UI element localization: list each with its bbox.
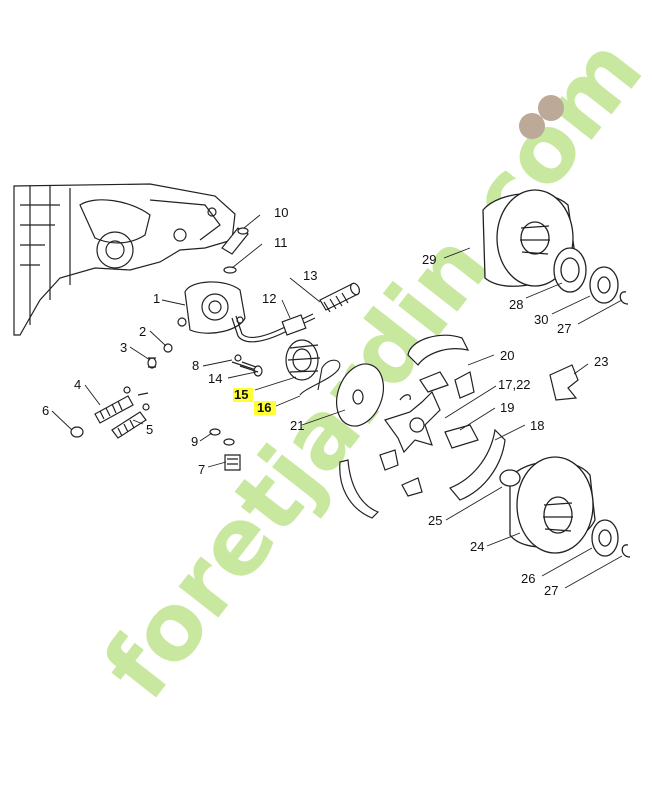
part-oil-pump <box>177 281 246 334</box>
callout-18: 18 <box>530 418 544 433</box>
callout-17-22: 17,22 <box>498 377 531 392</box>
callout-14: 14 <box>208 371 222 386</box>
callout-9: 9 <box>191 434 198 449</box>
engine-housing <box>13 183 236 336</box>
callout-21: 21 <box>290 418 304 433</box>
callout-3: 3 <box>120 340 127 355</box>
callout-7: 7 <box>198 462 205 477</box>
highlight-15 <box>233 388 253 402</box>
part-spring-16 <box>299 359 341 396</box>
callout-30: 30 <box>534 312 548 327</box>
callout-16: 16 <box>257 400 272 415</box>
callout-13: 13 <box>303 268 317 283</box>
part-washer-21 <box>336 363 384 427</box>
part-23 <box>549 364 579 401</box>
part-clutch <box>339 334 506 519</box>
part-worm-shaft <box>319 282 361 313</box>
callout-labels: 1 2 3 4 5 6 7 8 9 10 11 12 13 14 17,22 1… <box>42 205 608 598</box>
callout-27-lower: 27 <box>544 583 558 598</box>
callout-6: 6 <box>42 403 49 418</box>
callout-25: 25 <box>428 513 442 528</box>
part-sprocket-upper <box>482 189 629 305</box>
callout-8: 8 <box>192 358 199 373</box>
callout-15: 15 <box>234 387 249 402</box>
callout-29: 29 <box>422 252 436 267</box>
part-sprocket-lower <box>499 456 631 558</box>
part-oil-hose <box>231 313 316 343</box>
part-o-ring-11 <box>223 266 237 274</box>
callout-27-upper: 27 <box>557 321 571 336</box>
part-oil-tube <box>221 227 249 255</box>
callout-5: 5 <box>146 422 153 437</box>
highlight-16 <box>254 401 276 415</box>
callout-1: 1 <box>153 291 160 306</box>
leader-lines <box>51 214 623 589</box>
callout-26: 26 <box>521 571 535 586</box>
watermark-dot-1 <box>538 95 564 121</box>
callout-4: 4 <box>74 377 81 392</box>
callout-12: 12 <box>262 291 276 306</box>
callout-20: 20 <box>500 348 514 363</box>
part-small-hardware <box>70 343 241 471</box>
callout-24: 24 <box>470 539 484 554</box>
watermark-dot-2 <box>519 113 545 139</box>
part-screws-8-14 <box>231 354 263 377</box>
part-worm-gear <box>285 339 321 381</box>
callout-28: 28 <box>509 297 523 312</box>
callout-19: 19 <box>500 400 514 415</box>
callout-10: 10 <box>274 205 288 220</box>
callout-2: 2 <box>139 324 146 339</box>
callout-11: 11 <box>274 235 288 250</box>
callout-23: 23 <box>594 354 608 369</box>
